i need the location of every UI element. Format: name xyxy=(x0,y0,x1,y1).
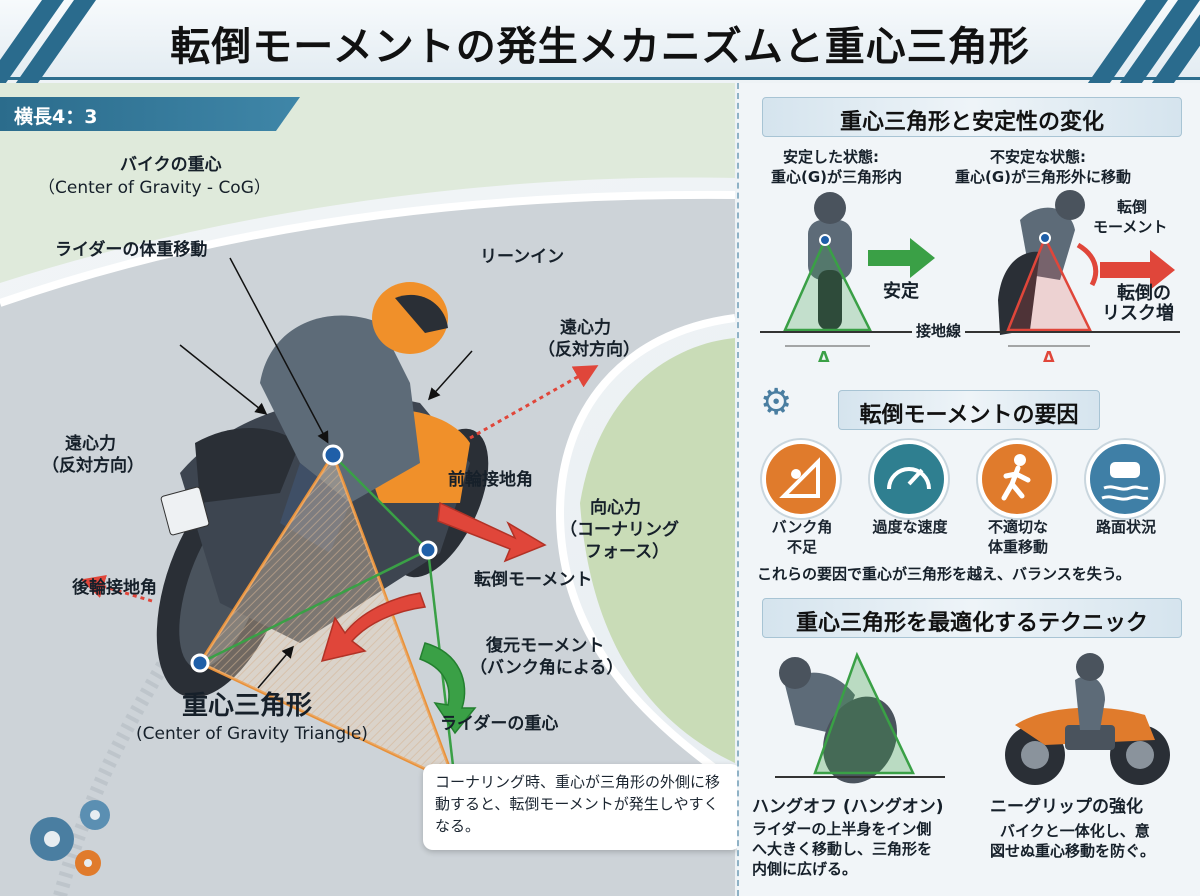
header-bar xyxy=(0,0,1200,85)
overturn-moment-arrow xyxy=(320,592,427,663)
factor-label-speed: 過度な速度 xyxy=(872,518,948,536)
stable-state-desc: 重心(G)が三角形内 xyxy=(771,168,903,186)
walking-person-icon xyxy=(978,440,1056,518)
hang-off-title: ハングオフ (ハングオン) xyxy=(752,797,944,817)
overturn-label-1: 転倒 xyxy=(1117,198,1148,216)
grass-top xyxy=(0,83,735,283)
overturn-label-2: モーメント xyxy=(1093,218,1168,236)
risk-label-2: リスク増 xyxy=(1102,303,1174,324)
gear-icon: ⚙ xyxy=(760,382,793,423)
centrifugal-right-label: 遠心力 xyxy=(560,318,611,338)
unstable-rider-illustration xyxy=(998,190,1099,335)
rider-shift-label: ライダーの体重移動 xyxy=(55,240,208,260)
cog-triangle xyxy=(197,451,458,786)
stable-rider-illustration xyxy=(783,192,873,332)
bike-cog-point xyxy=(322,444,344,466)
hang-off-desc-1: ライダーの上半身をイン側 xyxy=(752,820,932,838)
restoring-moment-label: 復元モーメント xyxy=(486,636,605,656)
restoring-moment-arrow xyxy=(419,642,477,735)
aspect-ratio-tag: 横長4：3 xyxy=(0,97,300,131)
cog-triangle-label: 重心三角形 xyxy=(182,691,313,721)
motorcycle-diagram xyxy=(0,83,735,896)
bike-cog-en-label: （Center of Gravity - CoG） xyxy=(38,178,271,198)
centripetal-arrow xyxy=(437,501,547,563)
knee-grip-desc-1: バイクと一体化し、意 xyxy=(1000,822,1150,840)
stability-heading: 重心三角形と安定性の変化 xyxy=(762,97,1182,137)
main-diagram-panel xyxy=(0,83,735,896)
note-callout: コーナリング時、重心が三角形の外側に移動すると、転倒モーメントが発生しやすくなる… xyxy=(423,764,741,850)
centripetal-label: 向心力 xyxy=(590,498,641,518)
factor-label-weight: 不適切な 体重移動 xyxy=(987,518,1048,556)
grass-inner xyxy=(580,338,735,763)
unstable-state-desc: 重心(G)が三角形外に移動 xyxy=(955,168,1132,186)
rear-contact-point xyxy=(190,653,210,673)
centripetal-sub-2: フォース） xyxy=(585,542,670,562)
centrifugal-arrow-right xyxy=(469,365,599,440)
stable-state-label: 安定した状態: xyxy=(783,148,879,166)
lean-in-label: リーンイン xyxy=(480,247,565,267)
technique-illustration xyxy=(775,651,1170,785)
stability-illustration xyxy=(760,190,1180,347)
centrifugal-right-sub: （反対方向） xyxy=(538,340,640,360)
risk-label-1: 転倒の xyxy=(1117,283,1171,304)
overturn-moment-label: 転倒モーメント xyxy=(474,570,593,590)
rider-cog-label: ライダーの重心 xyxy=(440,714,559,734)
restoring-moment-sub: （バンク角による） xyxy=(470,658,624,678)
page-title: 転倒モーメントの発生メカニズムと重心三角形 xyxy=(170,24,1030,70)
unstable-state-label: 不安定な状態: xyxy=(990,148,1086,166)
factor-label-road: 路面状況 xyxy=(1095,518,1156,536)
knee-grip-desc-2: 図せぬ重心移動を防ぐ。 xyxy=(990,842,1156,860)
centripetal-sub-1: （コーナリング xyxy=(560,520,679,540)
hang-off-desc-3: 内側に広げる。 xyxy=(752,860,858,878)
overturn-arrow xyxy=(1100,250,1175,290)
bank-angle-icon xyxy=(762,440,840,518)
technique-heading: 重心三角形を最適化するテクニック xyxy=(762,598,1182,638)
knee-grip-illustration xyxy=(1005,653,1170,785)
bike-cog-label: バイクの重心 xyxy=(120,155,222,175)
centrifugal-arrow-left xyxy=(80,574,153,603)
factor-label-bank: バンク角 不足 xyxy=(771,518,833,556)
factors-heading: 転倒モーメントの要因 xyxy=(838,390,1100,430)
centrifugal-left-sub: （反対方向） xyxy=(42,456,144,476)
speedometer-icon xyxy=(870,440,948,518)
delta-stable: Δ xyxy=(818,348,830,366)
gear-icon xyxy=(30,800,110,876)
front-contact-point xyxy=(418,540,438,560)
knee-grip-title: ニーグリップの強化 xyxy=(990,797,1143,817)
road-surface-icon xyxy=(1086,440,1164,518)
hang-off-illustration xyxy=(775,651,945,784)
factors-summary: これらの要因で重心が三角形を越え、バランスを失う。 xyxy=(757,565,1131,583)
centrifugal-left-label: 遠心力 xyxy=(65,434,116,454)
front-contact-label: 前輪接地角 xyxy=(448,470,533,490)
delta-unstable: Δ xyxy=(1043,348,1055,366)
cog-triangle-en-label: (Center of Gravity Triangle) xyxy=(136,724,368,744)
stable-arrow xyxy=(868,238,935,278)
rear-contact-label: 後輪接地角 xyxy=(72,578,157,598)
ground-line-label: 接地線 xyxy=(912,322,966,342)
hang-off-desc-2: へ大きく移動し、三角形を xyxy=(752,840,933,858)
stable-word: 安定 xyxy=(883,281,919,302)
